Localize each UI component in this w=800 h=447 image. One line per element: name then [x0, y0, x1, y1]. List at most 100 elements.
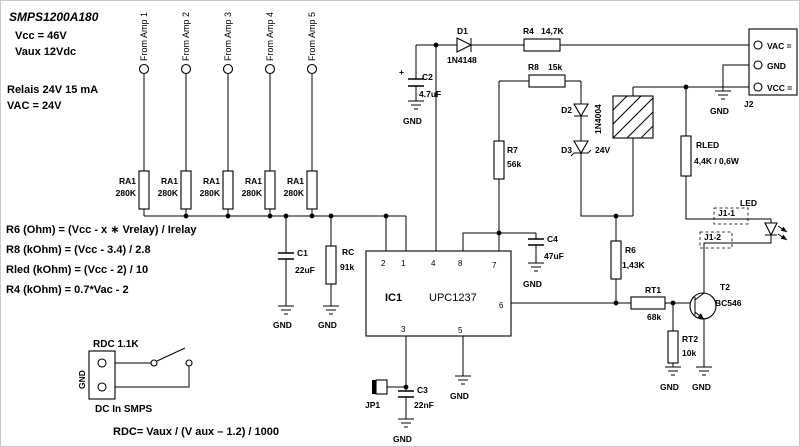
amp-terminal-1 — [138, 63, 150, 75]
gnd-label-c1: GND — [273, 320, 292, 330]
r8-ref: R8 — [528, 62, 539, 72]
connector-j2: VAC = GND VCC = J2 — [744, 28, 798, 109]
ra1-val-1: 280K — [116, 188, 137, 198]
c4-ref: C4 — [547, 234, 558, 244]
j2-terminal-vac — [753, 40, 763, 50]
gnd-label-rt2: GND — [660, 382, 679, 392]
ra1-ref-2: RA1 — [161, 176, 178, 186]
r4-ref: R4 — [523, 26, 534, 36]
relais-note: Relais 24V 15 mA — [7, 84, 98, 96]
ic1-pin-3: 3 — [401, 325, 406, 334]
resistor-ra1-2 — [180, 170, 192, 210]
junction-dots — [183, 42, 689, 390]
switch-contact-left — [150, 359, 158, 367]
ic1-upc1237: IC1 UPC1237 2 1 4 8 7 6 3 5 — [365, 250, 512, 337]
rc-val: 91k — [340, 262, 354, 272]
t2-val: BC546 — [715, 298, 742, 308]
gnd-label-t2: GND — [692, 382, 711, 392]
ra1-ref-5: RA1 — [287, 176, 304, 186]
zener-d3: D3 24V — [561, 140, 610, 157]
rdc-terminal-top — [97, 358, 107, 368]
amp-input-label-2: From Amp 2 — [181, 12, 191, 61]
resistor-rt1: RT1 68k — [630, 285, 666, 322]
amp-input-label-1: From Amp 1 — [139, 12, 149, 61]
gnd-label-c3: GND — [393, 434, 412, 444]
model-title: SMPS1200A180 — [9, 10, 99, 24]
jumper-jp1: JP1 — [365, 379, 388, 410]
ic1-pin-2: 2 — [381, 259, 386, 268]
gnd-label-c2: GND — [403, 116, 422, 126]
j2-terminal-vcc — [753, 82, 763, 92]
gnd-label-rc: GND — [318, 320, 337, 330]
resistor-r4: R4 14,7K — [523, 26, 565, 52]
ra1-ref-1: RA1 — [119, 176, 136, 186]
rled-ref: RLED — [696, 140, 719, 150]
gnd-symbol-c1 — [277, 305, 295, 315]
formula-r8: R8 (kOhm) = (Vcc - 3.4) / 2.8 — [6, 244, 151, 256]
jp1-ref: JP1 — [365, 400, 380, 410]
gnd-symbol-pin5 — [454, 375, 472, 385]
resistor-ra1-5 — [306, 170, 318, 210]
amp-terminal-2 — [180, 63, 192, 75]
gnd-symbol-t2 — [695, 366, 713, 376]
rdc-terminal-bottom — [97, 382, 107, 392]
d2-val: 1N4004 — [593, 104, 603, 134]
gnd-symbol-rt2 — [664, 366, 682, 376]
amp-terminal-5 — [306, 63, 318, 75]
j2-vac-label: VAC = — [767, 41, 792, 51]
formula-r4: R4 (kOhm) = 0.7*Vac - 2 — [6, 284, 129, 296]
c2-plus: + — [399, 67, 404, 77]
amp-terminal-3 — [222, 63, 234, 75]
ic1-ref: IC1 — [385, 292, 402, 304]
dc-in-block: RDC 1.1K GND DC In SMPS — [77, 339, 193, 415]
amp-input-label-4: From Amp 4 — [265, 12, 275, 61]
rled-val: 4,4K / 0,6W — [694, 156, 740, 166]
ic1-val: UPC1237 — [429, 292, 477, 304]
ic1-pin-4: 4 — [431, 259, 436, 268]
gnd-symbol-c3 — [397, 418, 415, 428]
capacitor-c3: C3 22nF — [398, 385, 434, 410]
gnd-label-j2: GND — [710, 106, 729, 116]
switch-contact-right — [185, 359, 193, 367]
ic1-pin-6: 6 — [499, 301, 504, 310]
resistor-ra1-1 — [138, 170, 150, 210]
capacitor-c4: C4 47uF — [528, 234, 564, 261]
gnd-label-c4: GND — [523, 279, 542, 289]
formula-r6: R6 (Ohm) = (Vcc - x ∗ Vrelay) / Irelay — [6, 224, 197, 236]
c1-val: 22uF — [295, 265, 315, 275]
dc-in-label: DC In SMPS — [95, 404, 153, 415]
amp-input-label-5: From Amp 5 — [307, 12, 317, 61]
d3-val: 24V — [595, 145, 610, 155]
led-d: LED — [740, 198, 788, 241]
resistor-rled: RLED 4,4K / 0,6W — [680, 135, 740, 177]
ra1-val-5: 280K — [284, 188, 305, 198]
resistor-r6: R6 1,43K — [610, 240, 646, 280]
resistor-ra1-4 — [264, 170, 276, 210]
switch-blade — [156, 347, 186, 362]
resistor-rc: RC 91k — [325, 245, 354, 285]
ic1-pin-1: 1 — [401, 259, 406, 268]
r7-ref: R7 — [507, 145, 518, 155]
diode-d1: D1 1N4148 — [447, 26, 477, 65]
r7-val: 56k — [507, 159, 521, 169]
c4-val: 47uF — [544, 251, 564, 261]
vaux-note: Vaux 12Vdc — [15, 46, 76, 58]
amp-input-label-3: From Amp 3 — [223, 12, 233, 61]
amp-inputs: From Amp 1 From Amp 2 From Amp 3 From Am… — [116, 12, 318, 210]
j1-2-boundary — [699, 231, 733, 249]
gnd-symbol-rc — [322, 305, 340, 315]
diode-d2: D2 1N4004 — [561, 103, 603, 134]
r8-val: 15k — [548, 62, 562, 72]
ra1-ref-4: RA1 — [245, 176, 262, 186]
ra1-val-4: 280K — [242, 188, 263, 198]
relay-coil — [612, 95, 654, 139]
amp-terminal-4 — [264, 63, 276, 75]
ra1-val-2: 280K — [158, 188, 179, 198]
j2-gnd-label: GND — [767, 61, 786, 71]
transistor-t2: T2 BC546 — [689, 282, 742, 320]
rt2-val: 10k — [682, 348, 696, 358]
j2-vcc-label: VCC = — [767, 83, 792, 93]
d2-ref: D2 — [561, 105, 572, 115]
c1-ref: C1 — [297, 248, 308, 258]
rt1-ref: RT1 — [645, 285, 661, 295]
